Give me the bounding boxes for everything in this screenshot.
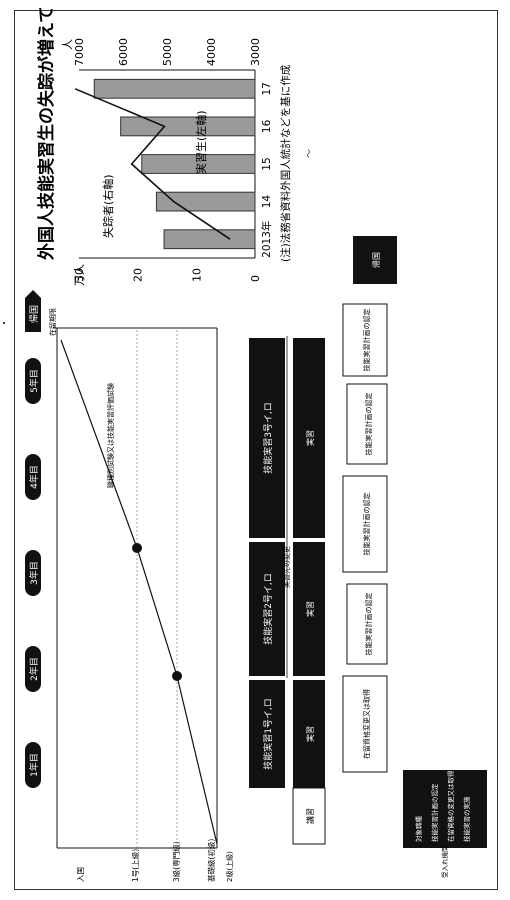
x-tick-label: 15	[261, 157, 273, 170]
scan-speck	[3, 322, 5, 324]
legend-line: 在留資格の変更又は取得	[446, 770, 455, 842]
band-label: 技能実習1号イ,ロ	[262, 698, 274, 770]
legend-line: 技能実習の実施	[462, 796, 471, 842]
bar-series-label: 実習生(左軸)	[194, 110, 208, 174]
year-2-label: 2年目	[28, 657, 40, 681]
x-tick-label: 14	[261, 195, 273, 209]
left-tick-label: 10	[190, 268, 203, 282]
level-mark: 入国	[76, 867, 85, 882]
year-pills: 1年目 2年目 3年目 4年目 5年目	[25, 358, 41, 788]
legend-panel	[403, 770, 487, 848]
practice-label: 実習	[305, 601, 315, 617]
lecture-label: 講習	[305, 808, 315, 824]
page-svg: 外国人技能実習生の失踪が増えている 万人 30 20 10 0 人 7000 6…	[25, 0, 487, 882]
legend-line: 対象職種	[414, 816, 423, 843]
band-3go	[249, 338, 285, 538]
rotated-page-content: 外国人技能実習生の失踪が増えている 万人 30 20 10 0 人 7000 6…	[17, 0, 497, 888]
left-tick-label: 20	[132, 268, 145, 282]
year-1-label: 1年目	[28, 753, 40, 777]
x-tick-label: 17	[261, 82, 273, 95]
stay-limit-tag: 在留期限	[48, 308, 57, 336]
legend-line: 技能実習計画の認定	[430, 783, 439, 842]
left-axis-unit: 万人	[73, 264, 86, 286]
practice-label: 実習	[305, 430, 315, 446]
right-tick-label: 5000	[161, 38, 174, 66]
left-tick-label: 30	[73, 268, 86, 282]
intern-bar	[155, 191, 256, 212]
right-tick-label: 3000	[249, 38, 262, 66]
band-1go	[249, 680, 285, 788]
line-series-label: 失踪者(右軸)	[101, 174, 115, 238]
right-tick-label: 4000	[205, 38, 218, 66]
chart-title: 外国人技能実習生の失踪が増えている	[36, 8, 57, 260]
legend-title: 受入れ機関	[440, 846, 449, 879]
return-arrow-label: 帰国	[28, 305, 40, 323]
return-box-label: 帰国	[371, 252, 381, 268]
right-tick-label: 6000	[117, 38, 130, 66]
band-label: 技能実習3号イ,ロ	[262, 402, 274, 474]
right-tick-label: 7000	[73, 38, 86, 66]
exam-point	[172, 671, 182, 681]
level-mark: 1号(上級)	[130, 849, 140, 882]
exam-note: 職種別試験又は技能実習評価試験	[106, 383, 115, 488]
intern-bar	[120, 116, 256, 137]
practice-band	[293, 338, 325, 538]
training-flow-diagram: 入国 1号(上級) 3級(専門級) 基礎級(初級) 2級(上級) 1年目 2年目…	[25, 236, 487, 882]
level-mark: 基礎級(初級)	[206, 839, 216, 882]
practice-band	[293, 680, 325, 788]
intern-bar	[141, 154, 256, 174]
left-tick-label: 0	[249, 275, 262, 282]
x-tick-label: 16	[261, 119, 273, 133]
stage-box-text: 技能実習計画の認定	[364, 393, 373, 456]
stray-mark: 〜	[305, 149, 315, 158]
level-mark: 3級(専門級)	[171, 841, 181, 882]
exam-point	[132, 543, 142, 553]
year-4-label: 4年目	[28, 465, 40, 489]
band-2go	[249, 542, 285, 676]
return-box	[353, 236, 397, 284]
chart-note: (注)法務省資料外国人統計などを基に作成	[279, 64, 292, 262]
intern-bar	[93, 78, 256, 99]
side-label: 実習先の変更	[282, 546, 291, 588]
x-tick-label: 2013年	[260, 221, 273, 258]
skill-progress-line	[60, 339, 218, 845]
stage-box-text: 技能実習計画の認定	[362, 309, 371, 372]
band-label: 技能実習2号イ,ロ	[262, 573, 274, 645]
year-5-label: 5年目	[28, 369, 40, 393]
practice-label: 実習	[305, 726, 315, 742]
missing-persons-line	[74, 88, 231, 240]
year-3-label: 3年目	[28, 561, 40, 585]
foreign-intern-chart: 外国人技能実習生の失踪が増えている 万人 30 20 10 0 人 7000 6…	[36, 0, 315, 286]
stage-boxes: 在留資格変更又は取得 技能実習計画の認定 技能実習計画の認定 技能実習計画の認定…	[342, 303, 388, 773]
stage-box-text: 在留資格変更又は取得	[362, 689, 371, 759]
level-mark: 2級(上級)	[225, 851, 234, 882]
practice-band	[293, 542, 325, 676]
intern-bar	[163, 229, 256, 250]
stage-box-text: 技能実習計画の認定	[364, 593, 373, 656]
right-axis-unit: 人	[61, 39, 74, 50]
stage-box-text: 技能実習計画の認定	[362, 493, 371, 556]
return-arrow-tag	[25, 290, 41, 332]
intern-bars	[93, 78, 256, 250]
